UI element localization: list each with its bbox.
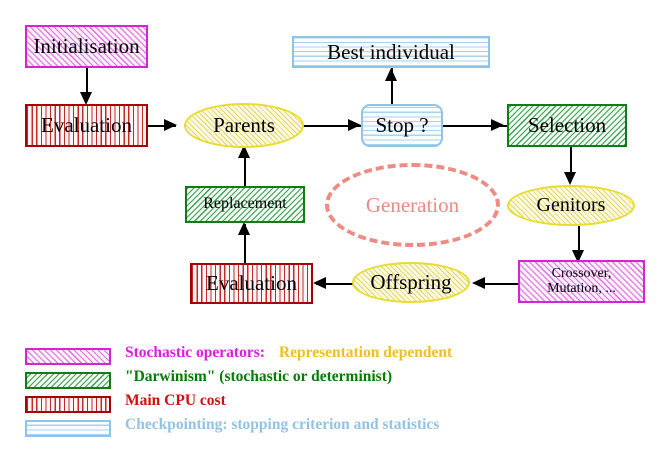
node-offspring[interactable]: Offspring xyxy=(352,262,470,303)
arrowhead-down-genitors xyxy=(564,172,576,185)
node-selection[interactable]: Selection xyxy=(507,104,627,147)
node-stop[interactable]: Stop ? xyxy=(361,104,443,147)
arrowhead-down-crossover xyxy=(572,250,584,263)
legend-text-primary-3: Main CPU cost xyxy=(125,392,226,409)
node-crossover-label-line1: Crossover, xyxy=(551,265,612,281)
legend-swatch-magenta xyxy=(25,348,111,365)
edge-stop-to-selection xyxy=(443,125,507,127)
node-replacement-label: Replacement xyxy=(203,195,287,213)
node-best-individual-label: Best individual xyxy=(327,39,455,64)
edge-evaluation-to-parents xyxy=(148,125,176,127)
arrowhead-up-best-individual xyxy=(385,68,397,81)
edge-genitors-to-crossover xyxy=(578,226,580,256)
node-evaluation-top[interactable]: Evaluation xyxy=(25,104,148,147)
node-offspring-label: Offspring xyxy=(370,270,452,295)
legend-swatch-green xyxy=(25,372,111,389)
node-genitors-label: Genitors xyxy=(536,194,606,216)
arrowhead-left-offspring xyxy=(472,277,485,289)
legend-text-primary-2: "Darwinism" (stochastic or determinist) xyxy=(125,368,393,385)
legend-label-main-cpu-cost: Main CPU cost xyxy=(125,392,226,410)
arrowhead-right-stop xyxy=(348,119,361,131)
arrowhead-left-evaluation-bottom xyxy=(313,277,326,289)
edge-crossover-to-offspring xyxy=(476,283,520,285)
legend-swatch-blue xyxy=(25,420,111,437)
arrowhead-down-evaluation-top xyxy=(80,92,92,105)
arrowhead-up-replacement xyxy=(238,222,250,235)
node-evaluation-top-label: Evaluation xyxy=(41,113,132,138)
legend-label-stochastic-operators: Stochastic operators: Representation depe… xyxy=(125,344,452,362)
node-parents[interactable]: Parents xyxy=(184,103,304,148)
node-selection-label: Selection xyxy=(527,113,607,138)
legend-text-primary-1: Stochastic operators: xyxy=(125,344,265,361)
edge-offspring-to-evaluation xyxy=(316,283,358,285)
edge-stop-to-best-individual xyxy=(391,68,393,104)
edge-initialisation-to-evaluation xyxy=(86,67,88,97)
node-parents-label: Parents xyxy=(213,113,275,138)
legend-text-secondary-1: Representation dependent xyxy=(278,344,453,361)
arrowhead-right-selection xyxy=(491,119,504,131)
node-stop-label: Stop ? xyxy=(375,113,429,138)
legend-label-darwinism: "Darwinism" (stochastic or determinist) xyxy=(125,368,392,386)
node-evaluation-bottom-label: Evaluation xyxy=(206,271,297,296)
legend-swatch-red xyxy=(25,396,111,413)
node-evaluation-bottom[interactable]: Evaluation xyxy=(190,263,313,304)
legend-label-checkpointing: Checkpointing: stopping criterion and st… xyxy=(125,416,439,434)
node-initialisation[interactable]: Initialisation xyxy=(25,25,148,68)
arrowhead-right-parents xyxy=(164,119,177,131)
edge-selection-to-genitors xyxy=(570,147,572,179)
node-best-individual[interactable]: Best individual xyxy=(292,36,490,68)
legend-text-primary-4: Checkpointing: stopping criterion and st… xyxy=(125,416,440,433)
node-replacement[interactable]: Replacement xyxy=(185,186,305,223)
edge-replacement-to-parents xyxy=(244,150,246,188)
node-genitors[interactable]: Genitors xyxy=(507,185,635,226)
node-crossover-label-line2: Mutation, ... xyxy=(547,280,616,296)
edge-evaluation-to-replacement xyxy=(244,224,246,264)
edge-parents-to-stop xyxy=(303,125,361,127)
arrowhead-up-parents xyxy=(238,145,250,158)
node-initialisation-label: Initialisation xyxy=(33,34,140,59)
node-crossover-mutation[interactable]: Crossover, Mutation, ... xyxy=(518,260,645,303)
